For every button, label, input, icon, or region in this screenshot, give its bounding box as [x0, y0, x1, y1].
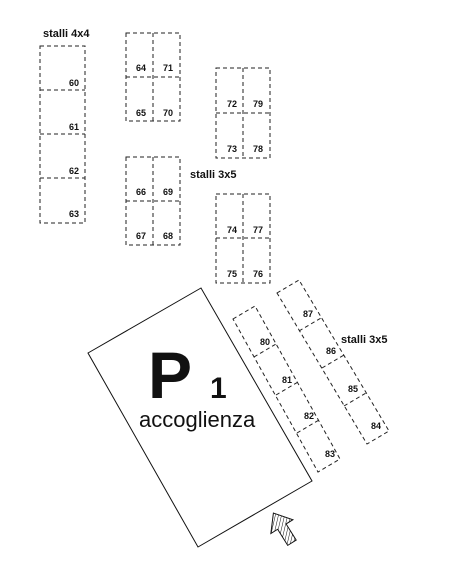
parking-lot-p1[interactable]: [87, 287, 313, 548]
parking-name: accoglienza: [139, 407, 256, 432]
stall-87[interactable]: 87: [303, 309, 313, 319]
parking-number: 1: [210, 372, 227, 405]
stall-72[interactable]: 72: [227, 99, 237, 109]
stall-83[interactable]: 83: [325, 449, 335, 459]
stall-74[interactable]: 74: [227, 225, 237, 235]
area-label-stalli-4x4: stalli 4x4: [43, 28, 90, 40]
stall-67[interactable]: 67: [136, 231, 146, 241]
stall-62[interactable]: 62: [69, 166, 79, 176]
stall-69[interactable]: 69: [163, 187, 173, 197]
stall-64[interactable]: 64: [136, 63, 146, 73]
stall-60[interactable]: 60: [69, 78, 79, 88]
stall-block-4x4: [39, 45, 86, 224]
stall-block-64-71: [125, 32, 181, 122]
stall-66[interactable]: 66: [136, 187, 146, 197]
stall-80[interactable]: 80: [260, 337, 270, 347]
stall-76[interactable]: 76: [253, 269, 263, 279]
stall-84[interactable]: 84: [371, 421, 381, 431]
stall-block-74-77: [215, 193, 271, 284]
area-label-stalli-3x5-b: stalli 3x5: [341, 334, 387, 346]
stall-61[interactable]: 61: [69, 122, 79, 132]
stall-77[interactable]: 77: [253, 225, 263, 235]
stall-strip-84-87: [276, 279, 390, 445]
stall-63[interactable]: 63: [69, 209, 79, 219]
stall-86[interactable]: 86: [326, 346, 336, 356]
entrance-arrow-icon: [270, 512, 297, 547]
stall-82[interactable]: 82: [304, 411, 314, 421]
stall-block-66-69: [125, 156, 181, 246]
parking-letter: P: [148, 338, 192, 412]
stall-73[interactable]: 73: [227, 144, 237, 154]
stall-block-72-79: [215, 67, 271, 159]
stall-strip-80-83: [232, 305, 341, 473]
stall-71[interactable]: 71: [163, 63, 173, 73]
stall-85[interactable]: 85: [348, 384, 358, 394]
stall-70[interactable]: 70: [163, 108, 173, 118]
stall-75[interactable]: 75: [227, 269, 237, 279]
stall-78[interactable]: 78: [253, 144, 263, 154]
stall-68[interactable]: 68: [163, 231, 173, 241]
area-label-stalli-3x5-a: stalli 3x5: [190, 169, 236, 181]
stall-81[interactable]: 81: [282, 375, 292, 385]
stall-79[interactable]: 79: [253, 99, 263, 109]
stall-65[interactable]: 65: [136, 108, 146, 118]
